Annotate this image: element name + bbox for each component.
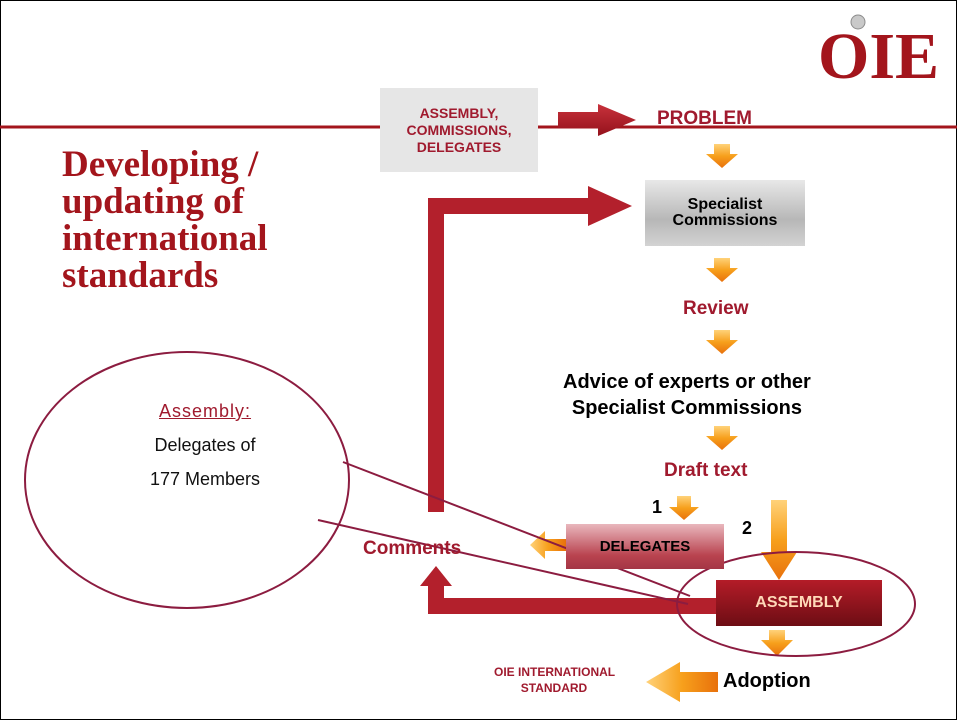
path-1-label: 1 [652,497,663,517]
advice-label: Advice of experts or other Specialist Co… [563,369,811,421]
standard-line: STANDARD [520,681,588,695]
path1-arrow [669,496,699,520]
advice-line: Advice of experts or other [563,371,811,393]
path2-arrow [761,500,797,580]
oie-logo: OIE [818,14,939,93]
assembly-commissions-delegates-box: ASSEMBLY, COMMISSIONS, DELEGATES [380,88,538,172]
standard-line: OIE INTERNATIONAL [494,665,616,679]
down-arrow [706,426,738,450]
delegates-box: DELEGATES [566,524,724,569]
down-arrow [761,630,793,656]
specialist-commissions-box: Specialist Commissions [645,180,805,246]
path-2-label: 2 [742,518,753,538]
assembly-box: ASSEMBLY [716,580,882,626]
title-line: updating of [62,181,244,222]
draft-text-label: Draft text [664,460,748,481]
down-arrow [706,330,738,354]
box-line: Specialist [687,196,763,213]
page-title: Developing / updating of international s… [62,146,268,294]
advice-line: Specialist Commissions [571,397,802,419]
comments-label: Comments [363,538,462,559]
title-line: Developing / [62,144,259,185]
callout-line: 177 Members [149,469,261,489]
source-to-problem-arrow [558,104,636,136]
title-line: international [62,218,268,259]
feedback-loop-arrow [428,186,632,512]
box-line: COMMISSIONS, [406,121,512,138]
title-line: standards [62,255,219,296]
problem-label: PROBLEM [657,108,752,129]
callout-line: Delegates of [154,435,256,455]
adoption-label: Adoption [723,670,811,692]
logo-text: OIE [818,20,939,93]
assembly-callout-bubble [24,351,691,609]
callout-heading: Assembly: [158,401,252,421]
oie-international-standard-label: OIE INTERNATIONAL STANDARD [494,664,616,696]
review-label: Review [683,298,749,319]
down-arrow [706,258,738,282]
box-line: Commissions [672,212,778,229]
down-arrow [706,144,738,168]
logo-globe-icon [850,14,866,30]
assembly-highlight-ellipse [676,551,916,657]
assembly-callout-text: Assembly: Delegates of 177 Members [95,394,315,496]
assembly-to-comments-arrow [420,566,716,614]
box-line: DELEGATES [416,138,502,155]
adoption-to-standard-arrow [646,662,718,702]
box-line: ASSEMBLY, [419,104,499,121]
